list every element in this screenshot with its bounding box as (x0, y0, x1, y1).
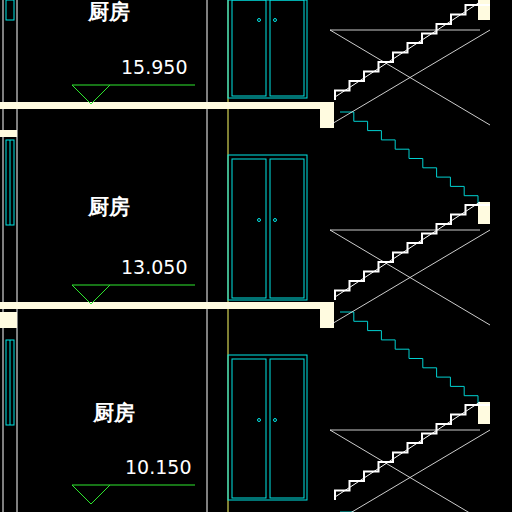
level-elevation: 15.950 (120, 58, 188, 77)
stair-line (330, 430, 490, 512)
stair-line (330, 30, 490, 125)
stair-line (335, 402, 480, 497)
window (6, 0, 14, 425)
stair-line (335, 2, 480, 97)
walls (3, 0, 228, 512)
stair-line (335, 202, 480, 297)
stair-line (330, 430, 480, 431)
room-name: 厨房 (88, 2, 130, 23)
stair-line (330, 30, 480, 31)
level-elevation: 13.050 (120, 258, 188, 277)
room-name: 厨房 (93, 403, 135, 424)
stair-line (330, 230, 490, 325)
level-symbol (72, 85, 195, 504)
stair-line (340, 312, 478, 405)
stair-line (330, 430, 490, 512)
stair (330, 2, 490, 512)
stair-line (335, 405, 490, 500)
stair-line (335, 5, 490, 100)
door (228, 0, 307, 500)
stair-line (330, 230, 480, 231)
stair-line (335, 205, 490, 300)
level-elevation: 10.150 (124, 458, 192, 477)
stair-line (340, 112, 478, 205)
stair-line (330, 230, 490, 325)
room-name: 厨房 (88, 197, 130, 218)
floor-slab (0, 0, 490, 424)
stair-line (330, 30, 490, 125)
